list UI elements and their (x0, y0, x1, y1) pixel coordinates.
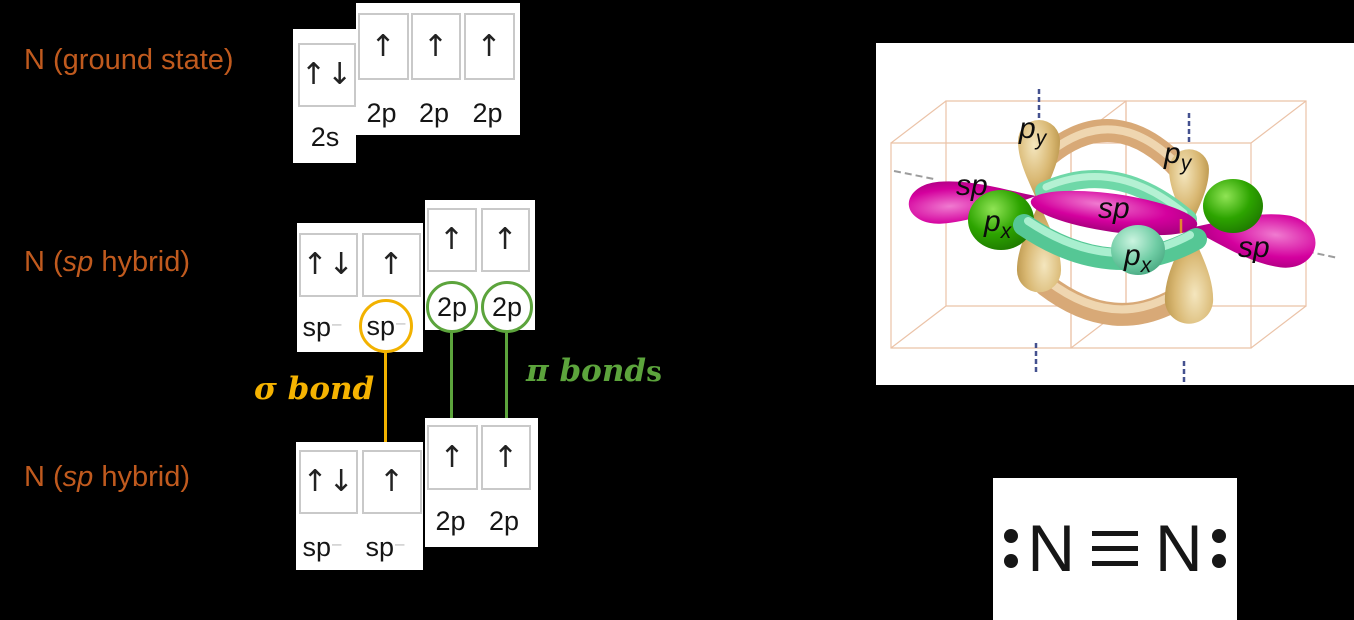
label-hybrid2-sp-2: sp– (360, 534, 410, 561)
sp-dash: – (332, 534, 342, 553)
label-px-left: px (983, 205, 1013, 243)
orbital-box-hybrid1-sp-2: ↑ (362, 233, 421, 297)
px-banana-bottom-highlight (1024, 217, 1194, 257)
sp-dash: – (396, 312, 406, 332)
orbital-3d-panel: py py sp sp sp px px (876, 43, 1354, 389)
pi-bond-connector-line-2 (505, 333, 508, 424)
pi-bond-callout: π bonds (526, 353, 662, 389)
py-pi-bond-bananas (1034, 119, 1194, 326)
triple-bond-symbol (1092, 531, 1138, 567)
lewis-structure: N N (1004, 511, 1226, 586)
sp-dash: – (395, 534, 405, 553)
pi-bond-suffix: s (646, 355, 662, 388)
heading-1-prefix: N ( (24, 246, 63, 278)
heading-sp-hybrid-1: N (sp hybrid) (24, 246, 190, 279)
sp-lobes (907, 175, 1319, 272)
heading-sp-hybrid-2: N (sp hybrid) (24, 461, 190, 494)
label-sp-left: sp (956, 169, 988, 202)
sp-sigma-overlap (1030, 190, 1198, 236)
label-hybrid1-sp-2-text: sp (366, 310, 396, 341)
sigma-bond-callout: σ bond (254, 371, 374, 407)
px-banana-top-highlight (1042, 173, 1188, 217)
heading-1-suffix: hybrid) (93, 246, 191, 278)
label-hybrid2-sp-1-text: sp (302, 532, 332, 562)
lone-pair-right (1211, 529, 1226, 569)
lewis-atom-left: N (1027, 511, 1075, 586)
axis-stubs (893, 89, 1339, 389)
label-hybrid1-2p-1: 2p (436, 291, 468, 322)
px-lobe-front (1111, 225, 1165, 275)
orbital-box-hybrid2-sp-1: ↑↓ (299, 450, 358, 514)
px-lobe-left (968, 190, 1034, 250)
label-ground-2p-1: 2p (366, 98, 397, 128)
sigma-bond-text: σ bond (254, 371, 375, 407)
axis-stub-left (893, 170, 935, 180)
orbital-box-hybrid1-sp-1: ↑↓ (299, 233, 358, 297)
label-ground-2p-2: 2p (418, 98, 450, 128)
heading-ground-state-text: N (ground state) (24, 44, 234, 76)
orbital-box-hybrid2-sp-2: ↑ (362, 450, 422, 514)
bond-line (1092, 561, 1138, 567)
heading-2-prefix: N ( (24, 461, 63, 493)
label-ground-2p-3: 2p (472, 98, 503, 128)
orbital-box-ground-2s: ↑↓ (298, 43, 356, 107)
label-hybrid1-sp-1-text: sp (302, 312, 332, 342)
heading-ground-state: N (ground state) (24, 44, 234, 77)
label-py-right: py (1163, 137, 1193, 175)
lewis-structure-panel: N N (993, 478, 1237, 620)
bond-line (1092, 546, 1138, 552)
pi-highlight-ring-1: 2p (426, 281, 478, 333)
label-py-left: py (1018, 112, 1048, 150)
heading-2-suffix: hybrid) (93, 461, 191, 493)
orbital-box-ground-2p-2: ↑ (411, 13, 461, 80)
sigma-bond-connector-line (384, 353, 387, 449)
label-px-mid: px (1123, 239, 1153, 277)
px-lobe-right (1203, 179, 1263, 233)
sp-dash: – (332, 314, 342, 333)
label-hybrid1-sp-2: sp– (366, 310, 406, 341)
sigma-highlight-ring: sp– (359, 299, 413, 353)
label-hybrid2-2p-1: 2p (435, 506, 466, 536)
label-sp-right: sp (1238, 231, 1270, 264)
label-hybrid2-sp-1: sp– (297, 534, 347, 561)
label-hybrid2-sp-2-text: sp (365, 532, 395, 562)
label-hybrid1-sp-1: sp– (297, 314, 347, 341)
electron-dot (1004, 529, 1019, 544)
px-banana-bottom (1013, 214, 1207, 270)
py-banana-bottom-highlight (1044, 277, 1180, 314)
lewis-atom-right: N (1155, 511, 1203, 586)
electron-dot (1004, 554, 1019, 569)
pi-highlight-ring-2: 2p (481, 281, 533, 333)
pi-bond-text: π bond (526, 353, 647, 389)
axis-stub-right (1295, 248, 1339, 259)
orbital-3d-labels: py py sp sp sp px px (956, 112, 1270, 277)
py-banana-bottom (1034, 273, 1192, 326)
label-hybrid1-2p-2: 2p (491, 291, 523, 322)
lone-pair-left (1004, 529, 1019, 569)
py-banana-top-highlight (1046, 125, 1182, 169)
orbital-box-hybrid2-2p-1: ↑ (427, 425, 478, 490)
bond-line (1092, 531, 1138, 537)
orbital-box-ground-2p-1: ↑ (358, 13, 409, 80)
label-sp-mid: sp (1098, 192, 1130, 225)
orbital-box-hybrid2-2p-2: ↑ (481, 425, 531, 490)
pi-bond-connector-line-1 (450, 333, 453, 424)
heading-2-italic: sp (62, 461, 94, 493)
orbital-box-ground-2p-3: ↑ (464, 13, 515, 80)
heading-1-italic: sp (62, 246, 94, 278)
orbital-3d-figure: py py sp sp sp px px (890, 89, 1339, 389)
label-hybrid2-2p-2: 2p (488, 506, 520, 536)
label-ground-2s: 2s (310, 122, 340, 152)
orbital-box-hybrid1-2p-2: ↑ (481, 208, 530, 272)
electron-dot (1211, 554, 1226, 569)
electron-dot (1211, 529, 1226, 544)
orbital-box-hybrid1-2p-1: ↑ (427, 208, 477, 272)
